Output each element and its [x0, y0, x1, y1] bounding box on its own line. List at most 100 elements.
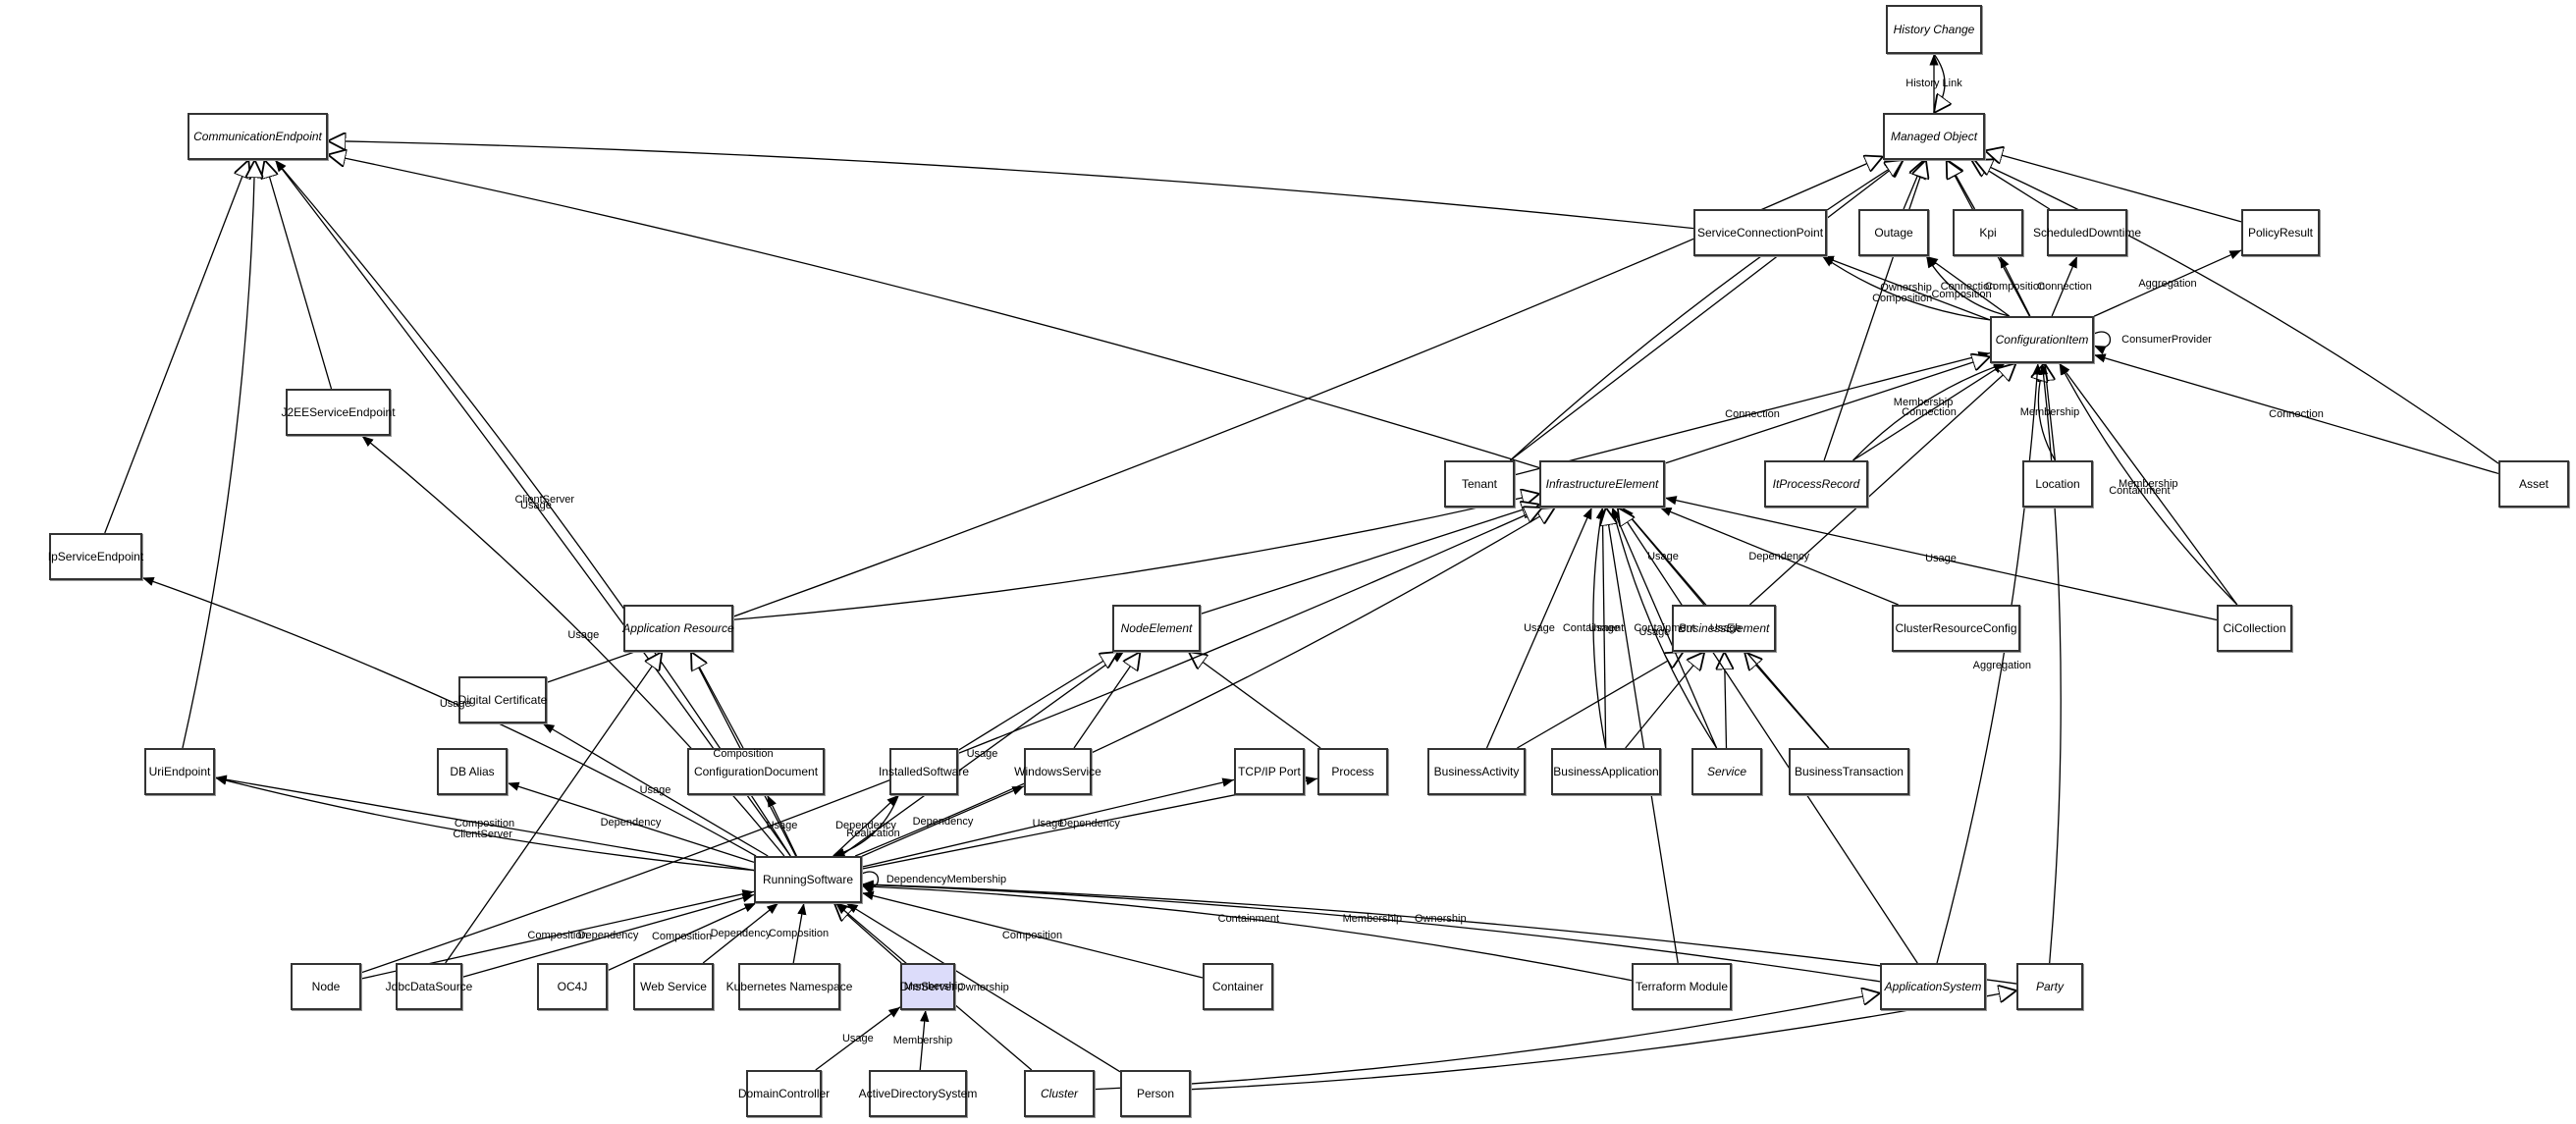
association-edge[interactable]	[1821, 255, 1991, 321]
class-node-active-directory-system[interactable]: ActiveDirectorySystem	[859, 1070, 977, 1117]
inheritance-edge[interactable]	[1509, 160, 1903, 461]
class-node-service[interactable]: Service	[1691, 748, 1762, 795]
association-edge[interactable]	[861, 880, 1881, 983]
inheritance-edge[interactable]	[1903, 160, 1924, 210]
association-edge[interactable]	[1821, 255, 1991, 321]
class-node-business-activity[interactable]: BusinessActivity	[1427, 748, 1526, 795]
association-edge[interactable]	[792, 902, 807, 964]
class-node-node-element[interactable]: NodeElement	[1112, 605, 1201, 652]
inheritance-edge[interactable]	[957, 652, 1118, 751]
association-edge[interactable]	[919, 1009, 930, 1071]
association-edge[interactable]	[861, 777, 1235, 868]
association-edge[interactable]	[1852, 362, 2006, 461]
class-node-business-element[interactable]: BusinessElement	[1672, 605, 1776, 652]
class-node-jdbc-data-source[interactable]: JdbcDataSource	[386, 963, 472, 1010]
inheritance-edge[interactable]	[1625, 652, 1705, 749]
association-edge[interactable]	[1597, 507, 1608, 749]
association-edge[interactable]	[1664, 496, 2218, 621]
inheritance-edge[interactable]	[445, 652, 663, 964]
association-edge[interactable]	[1485, 507, 1593, 749]
class-node-business-transaction[interactable]: BusinessTransaction	[1789, 748, 1909, 795]
association-edge[interactable]	[2093, 249, 2242, 317]
class-node-installed-software[interactable]: InstalledSoftware	[879, 748, 969, 795]
class-node-service-connection-point[interactable]: ServiceConnectionPoint	[1693, 209, 1827, 256]
inheritance-edge[interactable]	[1947, 160, 1976, 210]
class-node-business-application[interactable]: BusinessApplication	[1551, 748, 1661, 795]
association-edge[interactable]	[832, 794, 899, 858]
inheritance-edge[interactable]	[1934, 53, 1945, 113]
inheritance-edge[interactable]	[1073, 652, 1140, 749]
association-edge[interactable]	[702, 902, 779, 964]
association-edge[interactable]	[839, 651, 1125, 857]
inheritance-edge[interactable]	[182, 160, 255, 749]
association-edge[interactable]	[845, 902, 1121, 1073]
class-node-ip-service-endpoint[interactable]: IpServiceEndpoint	[48, 533, 143, 580]
class-node-domain-controller[interactable]: DomainController	[738, 1070, 830, 1117]
inheritance-edge[interactable]	[834, 903, 902, 964]
inheritance-edge[interactable]	[691, 652, 744, 749]
association-edge[interactable]	[2051, 255, 2078, 317]
class-node-managed-object[interactable]: Managed Object	[1883, 113, 1985, 160]
association-edge[interactable]	[766, 794, 798, 857]
inheritance-edge[interactable]	[854, 508, 1555, 857]
association-edge[interactable]	[1925, 255, 2011, 317]
association-edge[interactable]	[815, 1006, 901, 1071]
association-edge[interactable]	[607, 902, 757, 972]
inheritance-edge[interactable]	[1749, 363, 2015, 606]
inheritance-edge[interactable]	[360, 508, 1542, 974]
class-node-j2-eeservice-endpoint[interactable]: J2EEServiceEndpoint	[281, 389, 396, 436]
association-edge[interactable]	[861, 890, 1204, 979]
class-node-cluster-resource-config[interactable]: ClusterResourceConfig	[1892, 605, 2020, 652]
class-node-infrastructure-element[interactable]: InfrastructureElement	[1539, 460, 1665, 508]
association-edge[interactable]	[1999, 255, 2031, 317]
inheritance-edge[interactable]	[1190, 990, 2016, 1091]
inheritance-edge[interactable]	[1517, 652, 1683, 749]
class-node-running-software[interactable]: RunningSoftware	[754, 856, 862, 903]
class-node-terraform-module[interactable]: Terraform Module	[1632, 963, 1732, 1010]
association-edge[interactable]	[214, 775, 755, 872]
association-edge[interactable]	[2038, 362, 2062, 964]
class-node-process[interactable]: Process	[1317, 748, 1388, 795]
class-node-tenant[interactable]: Tenant	[1444, 460, 1515, 508]
class-node-web-service[interactable]: Web Service	[633, 963, 714, 1010]
class-node-configuration-document[interactable]: ConfigurationDocument	[687, 748, 825, 795]
class-node-outage[interactable]: Outage	[1858, 209, 1929, 256]
class-node-configuration-item[interactable]: ConfigurationItem	[1990, 316, 2094, 363]
class-node-history-change[interactable]: History Change	[1886, 5, 1982, 54]
class-node-kpi[interactable]: Kpi	[1953, 209, 2023, 256]
association-edge[interactable]	[2059, 362, 2238, 606]
inheritance-edge[interactable]	[328, 154, 1540, 469]
association-edge[interactable]	[1611, 507, 1718, 749]
association-edge[interactable]	[1936, 362, 2042, 964]
association-edge[interactable]	[861, 882, 1633, 982]
association-edge[interactable]	[1592, 507, 1607, 749]
class-node-communication-endpoint[interactable]: CommunicationEndpoint	[188, 113, 328, 160]
inheritance-edge[interactable]	[546, 156, 1883, 683]
inheritance-edge[interactable]	[1823, 160, 1926, 461]
inheritance-edge[interactable]	[1606, 508, 1679, 964]
association-edge[interactable]	[141, 576, 757, 857]
class-node-scheduled-downtime[interactable]: ScheduledDowntime	[2033, 209, 2141, 256]
class-node-digital-certificate[interactable]: Digital Certificate	[458, 676, 547, 723]
class-node-dbalias[interactable]: DB Alias	[437, 748, 508, 795]
inheritance-edge[interactable]	[1189, 652, 1321, 749]
association-edge[interactable]	[507, 781, 755, 863]
class-node-asset[interactable]: Asset	[2498, 460, 2569, 508]
association-edge[interactable]	[832, 794, 899, 857]
inheritance-edge[interactable]	[1509, 160, 1903, 461]
class-node-container[interactable]: Container	[1203, 963, 1273, 1010]
association-edge[interactable]	[2093, 331, 2111, 355]
inheritance-edge[interactable]	[1974, 160, 2499, 464]
association-edge[interactable]	[1659, 507, 1899, 606]
class-node-application-system[interactable]: ApplicationSystem	[1880, 963, 1986, 1010]
association-edge[interactable]	[861, 785, 1025, 857]
inheritance-edge[interactable]	[1971, 160, 2051, 210]
class-node-uri-endpoint[interactable]: UriEndpoint	[144, 748, 215, 795]
inheritance-edge[interactable]	[1664, 356, 1990, 464]
association-edge[interactable]	[542, 723, 769, 857]
class-node-party[interactable]: Party	[2016, 963, 2083, 1010]
inheritance-edge[interactable]	[1985, 150, 2242, 223]
class-node-dns-server[interactable]: DnsServer	[900, 963, 955, 1010]
class-node-ci-collection[interactable]: CiCollection	[2217, 605, 2292, 652]
inheritance-edge[interactable]	[265, 160, 333, 390]
